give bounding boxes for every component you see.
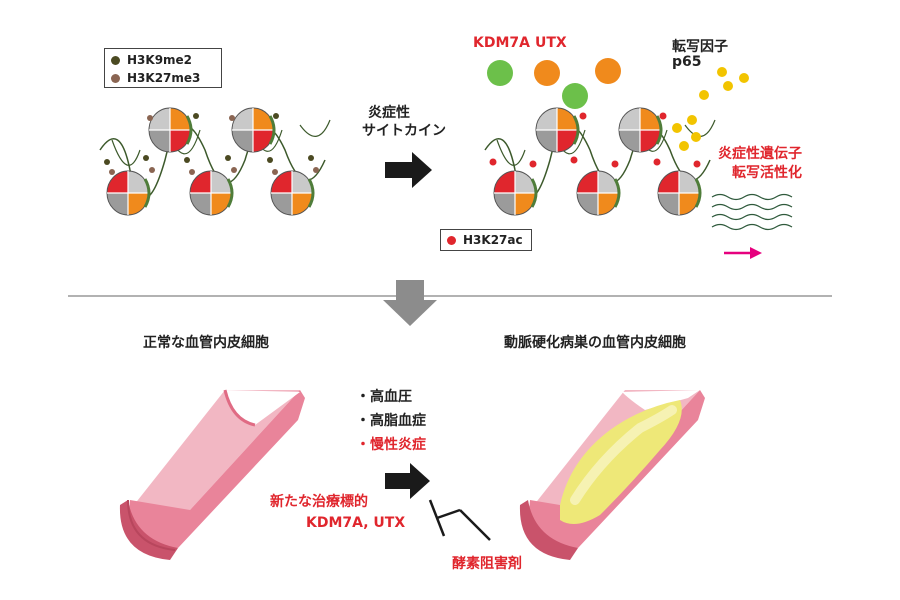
utx-molecule [534, 60, 560, 86]
legend-dot-h3k9me2 [111, 55, 120, 65]
utx-molecule [595, 58, 621, 84]
kdm7a-label: KDM7A [473, 35, 530, 51]
down-arrow [383, 280, 437, 326]
nucleosome [230, 106, 276, 154]
inhibitor-label: 酵素阻害剤 [452, 556, 522, 572]
transition-arrow [385, 152, 432, 188]
kdm7a-molecule [487, 60, 513, 86]
risk-factor-hypertension: ・高血圧 [356, 389, 412, 405]
silenced-chromatin [99, 106, 331, 217]
nucleosome [617, 106, 663, 154]
risk-factor-hyperlipidemia: ・高脂血症 [356, 413, 426, 429]
legend-item-h3k9me2: H3K9me2 [111, 51, 215, 69]
histone-mark-legend: H3K9me2 H3K27me3 [104, 48, 222, 88]
nucleosome [269, 169, 315, 217]
inhibition-symbol [428, 499, 491, 541]
legend-dot-h3k27ac [447, 235, 456, 245]
nucleosome [534, 106, 580, 154]
atherosclerotic-vessel [519, 390, 705, 560]
stimulus-label-line2: サイトカイン [362, 123, 446, 139]
activation-label-line2: 転写活性化 [732, 165, 802, 181]
nucleosome [575, 169, 621, 217]
p65-molecules [672, 67, 749, 151]
nucleosome [492, 169, 538, 217]
active-chromatin [484, 106, 716, 217]
nucleosome [188, 169, 234, 217]
acetylation-legend: H3K27ac [440, 229, 532, 251]
kdm7a-molecule [562, 83, 588, 109]
tf-label-line1: 転写因子 [672, 39, 728, 55]
tf-label-line2: p65 [672, 54, 702, 70]
legend-dot-h3k27me3 [111, 73, 120, 83]
nucleosome [147, 106, 193, 154]
nucleosome [105, 169, 151, 217]
lesion-cell-title: 動脈硬化病巣の血管内皮細胞 [504, 335, 686, 351]
legend-item-h3k27me3: H3K27me3 [111, 69, 215, 87]
utx-label: UTX [535, 35, 567, 51]
therapeutic-target-names: KDM7A, UTX [306, 515, 406, 531]
risk-factor-inflammation: ・慢性炎症 [356, 437, 426, 453]
mrna-transcripts [711, 193, 793, 231]
legend-label-h3k27ac: H3K27ac [463, 233, 523, 247]
transcription-direction-arrow [724, 247, 762, 259]
therapeutic-target-label: 新たな治療標的 [270, 494, 368, 510]
legend-label-h3k9me2: H3K9me2 [127, 53, 193, 67]
progression-arrow [385, 463, 430, 499]
legend-label-h3k27me3: H3K27me3 [127, 71, 201, 85]
nucleosome [656, 169, 702, 217]
normal-vessel [119, 389, 305, 560]
stimulus-label-line1: 炎症性 [368, 105, 410, 121]
activation-label-line1: 炎症性遺伝子 [718, 146, 802, 162]
normal-cell-title: 正常な血管内皮細胞 [143, 335, 269, 351]
